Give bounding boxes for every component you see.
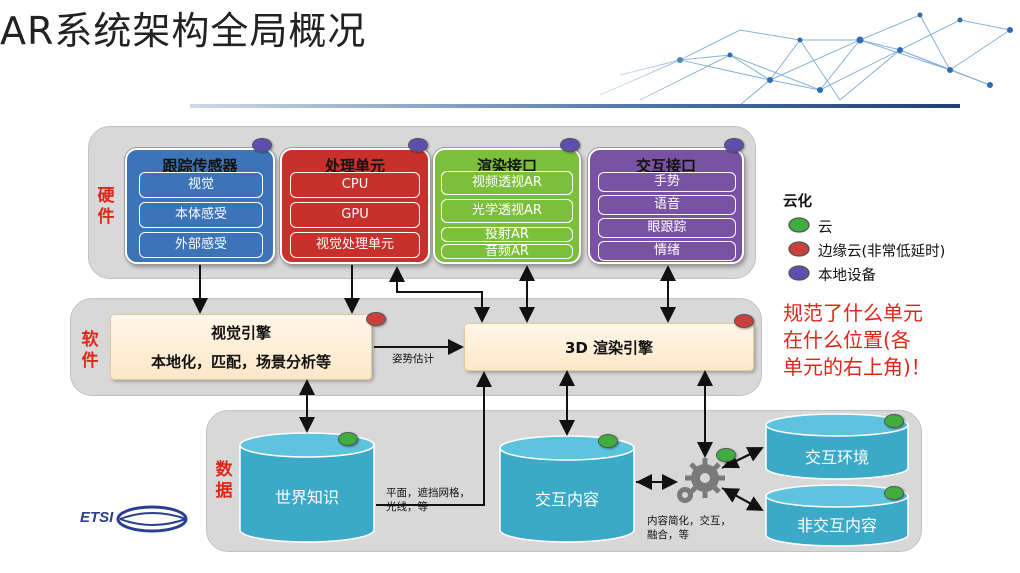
interaction-content-cylinder bbox=[499, 435, 635, 543]
rendering-item-projection: 投射AR bbox=[441, 227, 573, 242]
processing-item-cpu: CPU bbox=[290, 172, 420, 198]
title-underline bbox=[190, 104, 960, 108]
pose-estimation-label: 姿势估计 bbox=[392, 353, 434, 365]
rendering-interface-group: 渲染接口 视频透视AR 光学透视AR 投射AR 音频AR bbox=[433, 148, 581, 264]
category-software: 软件 bbox=[81, 330, 99, 371]
cloud-icon-gears bbox=[716, 448, 736, 462]
world-knowledge-label: 世界知识 bbox=[274, 488, 339, 507]
tracking-item-exteroception: 外部感受 bbox=[139, 232, 263, 258]
cloud-icon-tracking bbox=[252, 138, 272, 152]
cloud-icon-rendering bbox=[560, 138, 580, 152]
rendering-interface-title: 渲染接口 bbox=[476, 157, 537, 175]
interaction-interface-group: 交互接口 手势 语音 眼跟踪 情绪 bbox=[588, 148, 744, 264]
tracking-sensors-group: 跟踪传感器 视觉 本体感受 外部感受 bbox=[125, 148, 275, 264]
etsi-logo: ETSI bbox=[80, 502, 195, 536]
annotation-note: 规范了什么单元 在什么位置(各 单元的右上角)！ bbox=[783, 301, 931, 379]
cloud-icon-interaction-env bbox=[884, 414, 904, 428]
interaction-content-label: 交互内容 bbox=[534, 490, 599, 509]
gears-icon bbox=[677, 458, 725, 503]
cloud-icon-processing bbox=[408, 138, 428, 152]
category-hardware: 硬件 bbox=[97, 186, 115, 227]
interaction-interface-title: 交互接口 bbox=[635, 157, 696, 175]
rendering-item-audio: 音频AR bbox=[441, 244, 573, 259]
vision-engine-title: 视觉引擎 bbox=[210, 324, 271, 342]
cloud-icon-non-interaction bbox=[884, 486, 904, 500]
processing-item-gpu: GPU bbox=[290, 202, 420, 228]
legend-swatches bbox=[788, 217, 810, 281]
legend-item-cloud: 云 bbox=[818, 220, 833, 236]
world-knowledge-note: 平面，遮挡网格，光线，等 bbox=[386, 487, 470, 513]
rendering-item-optical-see-through: 光学透视AR bbox=[441, 199, 573, 223]
tracking-item-visual: 视觉 bbox=[139, 172, 263, 198]
interaction-item-gesture: 手势 bbox=[598, 172, 736, 192]
interaction-environment-label: 交互环境 bbox=[804, 448, 869, 467]
render-engine-box: 3D 渲染引擎 bbox=[464, 323, 754, 371]
cloud-icon-interaction-content bbox=[598, 434, 618, 448]
page-title: AR系统架构全局概况 bbox=[0, 9, 367, 53]
processing-unit-group: 处理单元 CPU GPU 视觉处理单元 bbox=[280, 148, 430, 264]
process-note: 内容简化，交互，融合，等 bbox=[647, 515, 731, 541]
processing-unit-title: 处理单元 bbox=[324, 157, 385, 175]
non-interaction-content-label: 非交互内容 bbox=[796, 516, 877, 535]
render-engine-title: 3D 渲染引擎 bbox=[564, 339, 654, 357]
etsi-logo-text: ETSI bbox=[80, 509, 114, 526]
non-interaction-content-cylinder bbox=[765, 484, 909, 547]
legend-item-edge-cloud: 边缘云(非常低延时) bbox=[818, 244, 946, 260]
legend-title: 云化 bbox=[783, 194, 812, 210]
tracking-sensors-title: 跟踪传感器 bbox=[162, 157, 238, 175]
interaction-item-eye-tracking: 眼跟踪 bbox=[598, 218, 736, 238]
legend-item-local-device: 本地设备 bbox=[818, 268, 876, 284]
cloud-icon-world-knowledge bbox=[338, 432, 358, 446]
tracking-item-proprioception: 本体感受 bbox=[139, 202, 263, 228]
network-decoration bbox=[540, 0, 1020, 110]
interaction-item-voice: 语音 bbox=[598, 195, 736, 215]
category-data: 数据 bbox=[215, 460, 233, 501]
cloud-icon-interaction bbox=[724, 138, 744, 152]
interaction-environment-cylinder bbox=[765, 413, 909, 480]
rendering-item-video-see-through: 视频透视AR bbox=[441, 171, 573, 195]
vision-engine-subtitle: 本地化，匹配，场景分析等 bbox=[150, 353, 331, 371]
cloud-icon-vision-engine bbox=[366, 312, 386, 326]
vision-engine-box: 视觉引擎 本地化，匹配，场景分析等 bbox=[110, 314, 372, 380]
processing-item-vpu: 视觉处理单元 bbox=[290, 232, 420, 258]
interaction-item-emotion: 情绪 bbox=[598, 241, 736, 261]
cloud-icon-render-engine bbox=[734, 314, 754, 328]
